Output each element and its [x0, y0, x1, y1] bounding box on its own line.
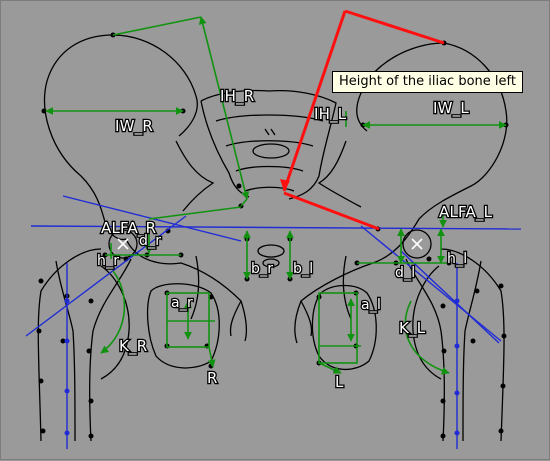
- symphysis-edges: [229, 300, 313, 337]
- k-l-arc: [404, 300, 450, 375]
- iliac-height-measure-line: [282, 10, 347, 192]
- label-b-l: b_l: [293, 261, 313, 277]
- label-k-l: K_L: [399, 319, 426, 338]
- iliac-height-base-line: [283, 191, 380, 231]
- left-neck-axis: [400, 250, 500, 344]
- left-ilium-outline: [418, 42, 508, 220]
- axis-points: [64, 298, 460, 436]
- label-h-l: h_l: [447, 251, 467, 267]
- right-neck-axis: [25, 215, 187, 337]
- coccyx: [257, 244, 285, 258]
- right-ilium-crest: [112, 34, 198, 137]
- femoral-head-markers: [117, 238, 423, 250]
- left-trochanter: [412, 265, 442, 380]
- a-r-box: [166, 292, 210, 348]
- label-iw-r: IW_R: [115, 117, 153, 136]
- r-measure: [207, 346, 216, 368]
- label-ih-r: IH_R: [220, 87, 254, 106]
- sacral-foramen: [252, 143, 290, 159]
- label-alfa-l: ALFA_L: [439, 203, 493, 222]
- iliac-height-top-line: [344, 9, 445, 45]
- coccyx-tip: [262, 258, 280, 268]
- label-ih-l: IH_L: [314, 105, 347, 124]
- left-femur-lateral: [440, 248, 505, 442]
- k-r-arc: [100, 270, 126, 354]
- left-femur-medial: [405, 258, 445, 442]
- a-l-box: [318, 292, 358, 364]
- label-h-r: h_r: [97, 253, 119, 269]
- measurement-labels: IH_R IH_L IW_R IW_L ALFA_R ALFA_L d_r h_…: [96, 86, 494, 393]
- bone-outlines: [37, 34, 508, 442]
- label-l: L: [335, 373, 344, 391]
- label-alfa-r: ALFA_R: [101, 219, 156, 238]
- label-b-r: b_r: [251, 261, 273, 277]
- label-a-r: a_r: [171, 295, 193, 311]
- left-si-joint: [317, 140, 362, 208]
- right-femoral-head-circle: [108, 229, 138, 259]
- ih-r-top-line: [112, 16, 202, 36]
- label-r: R: [207, 369, 218, 387]
- right-ilium-outline: [43, 34, 127, 241]
- right-pubis: [125, 238, 248, 342]
- iliac-height-left-highlight[interactable]: [280, 9, 445, 231]
- left-obturator: [311, 284, 377, 371]
- right-si-joint: [175, 140, 215, 212]
- label-d-r: d_r: [139, 233, 161, 249]
- l-measure: [318, 362, 342, 374]
- label-iw-l: IW_L: [433, 99, 469, 118]
- right-head-center: [117, 238, 129, 250]
- label-k-r: K_R: [119, 337, 147, 356]
- ih-r-base: [240, 198, 248, 207]
- iliac-height-arrowhead: [280, 179, 290, 191]
- alfa-r-line: [148, 206, 242, 220]
- ih-r-measure: [198, 16, 250, 200]
- sacral-mark: [264, 128, 276, 136]
- measurements: [45, 16, 507, 375]
- left-femur-inner: [462, 260, 482, 442]
- label-a-l: a_l: [361, 297, 381, 313]
- sacrum-outline-left: [200, 100, 250, 198]
- left-head-center: [411, 238, 423, 250]
- right-trochanter: [100, 265, 130, 380]
- right-femur-inner: [55, 260, 76, 442]
- right-femur-lateral: [37, 248, 102, 442]
- label-d-l: d_l: [395, 265, 415, 281]
- left-acetabular-roof-line: [360, 225, 502, 342]
- iliac-height-tooltip: Height of the iliac bone left: [332, 71, 523, 93]
